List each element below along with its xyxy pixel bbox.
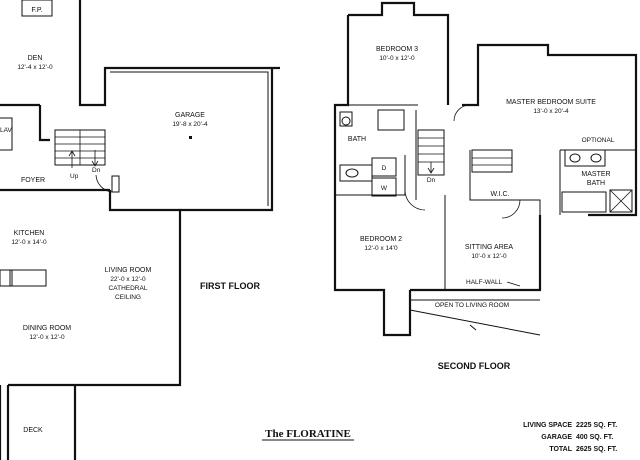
- bedroom3-size: 10'-0 x 12'-0: [379, 55, 415, 62]
- master-bath-line-1: MASTER: [581, 171, 610, 178]
- stat-label-total: TOTAL: [549, 446, 572, 453]
- first-floor-walls: [0, 0, 280, 460]
- foyer-door: [111, 175, 120, 193]
- lav-label: LAV.: [0, 127, 13, 134]
- upper-stair-down-label: Dn: [427, 177, 436, 184]
- sitting-area-size: 10'-0 x 12'-0: [471, 253, 507, 260]
- living-room-note-2: CEILING: [115, 294, 141, 301]
- bedroom3-name: BEDROOM 3: [376, 46, 418, 53]
- living-room-size: 22'-0 x 12'-0: [110, 276, 146, 283]
- fireplace-label: F.P.: [31, 7, 42, 14]
- half-wall-label: HALF-WALL: [466, 279, 503, 286]
- dryer-label: D: [382, 165, 387, 172]
- master-vanity: [564, 149, 606, 167]
- dryer-box: [371, 157, 397, 177]
- stair-up-label: Up: [70, 173, 79, 180]
- master-shower: [609, 189, 633, 213]
- master-suite-size: 13'-0 x 20'-4: [533, 108, 569, 115]
- stat-value-living: 2225 SQ. FT.: [576, 422, 617, 429]
- master-bath-line-2: BATH: [587, 180, 605, 187]
- wic-label: W.I.C.: [490, 191, 509, 198]
- bedroom2-name: BEDROOM 2: [360, 236, 402, 243]
- deck-label: DECK: [23, 427, 43, 434]
- master-tub: [561, 191, 607, 213]
- half-wall-leader: [506, 281, 521, 287]
- first-floor-stair: [54, 129, 106, 168]
- garage-marker: [189, 136, 192, 139]
- garage-size: 19'-8 x 20'-4: [172, 121, 208, 128]
- dining-room-name: DINING ROOM: [23, 325, 71, 332]
- den-name: DEN: [28, 55, 43, 62]
- master-suite-name: MASTER BEDROOM SUITE: [506, 99, 596, 106]
- stat-value-total: 2625 SQ. FT.: [576, 446, 617, 453]
- fireplace-box: [21, 0, 53, 17]
- second-floor-stair: [417, 129, 513, 176]
- bath-label: BATH: [348, 136, 366, 143]
- foyer-label: FOYER: [21, 177, 45, 184]
- stair-down-label: Dn: [92, 167, 101, 174]
- garage-name: GARAGE: [175, 112, 205, 119]
- sitting-area-name: SITTING AREA: [465, 244, 514, 251]
- first-floor-label: FIRST FLOOR: [200, 281, 260, 291]
- bath-vanity: [339, 164, 373, 182]
- dining-room-size: 12'-0 x 12'-0: [29, 334, 65, 341]
- living-room-name: LIVING ROOM: [105, 267, 152, 274]
- kitchen-island: [9, 269, 47, 287]
- stat-label-living: LIVING SPACE: [523, 422, 572, 429]
- open-to-living-label: OPEN TO LIVING ROOM: [435, 302, 509, 309]
- living-room-note-1: CATHEDRAL: [109, 285, 148, 292]
- second-floor-label: SECOND FLOOR: [438, 361, 511, 371]
- optional-label: OPTIONAL: [582, 137, 615, 144]
- washer-label: W: [381, 185, 388, 192]
- bedroom2-size: 12'-0 x 14'0: [364, 245, 398, 252]
- plan-title: The FLORATINE: [265, 428, 351, 440]
- kitchen-size: 12'-0 x 14'-0: [11, 239, 47, 246]
- second-floor-walls: [333, 1, 638, 337]
- stat-value-garage: 400 SQ. FT.: [576, 434, 613, 441]
- stat-label-garage: GARAGE: [541, 434, 572, 441]
- kitchen-name: KITCHEN: [14, 230, 45, 237]
- den-size: 12'-4 x 12'-0: [17, 64, 53, 71]
- toilet-fixture: [339, 111, 353, 127]
- washer-box: [371, 177, 397, 197]
